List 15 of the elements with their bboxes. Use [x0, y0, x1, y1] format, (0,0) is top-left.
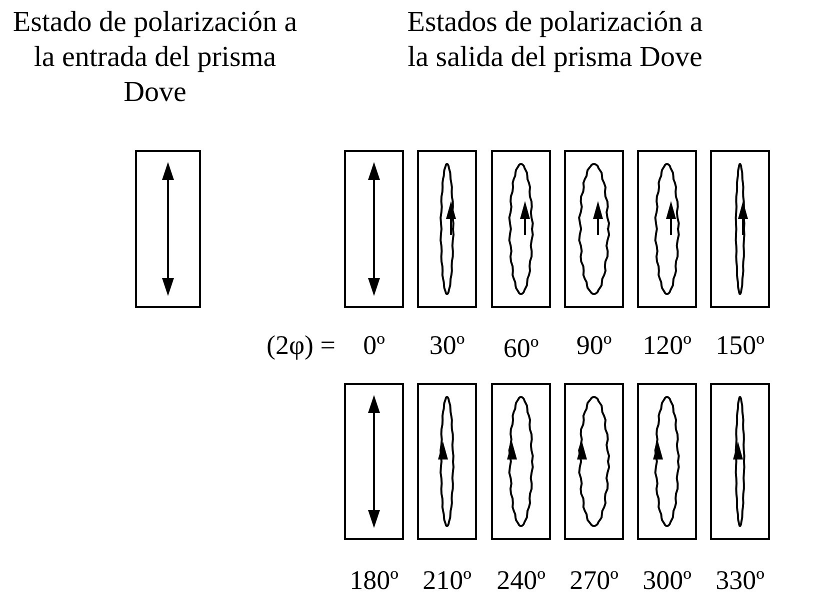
angle-label: 120º — [642, 330, 692, 360]
angle-label: 210º — [422, 565, 472, 595]
angle-label: 270º — [568, 565, 620, 595]
angle-label: 0º — [362, 330, 386, 360]
angle-label: 180º — [348, 565, 400, 595]
heading: Estado de polarización a la entrada del prisma Dove — [12, 5, 298, 110]
angle-label: 90º — [575, 330, 613, 360]
angle-label: 60º — [502, 333, 540, 363]
angle-label: (2φ) = — [265, 330, 337, 360]
heading: Estados de polarización a la salida del prisma Dove — [406, 5, 704, 75]
angle-label: 150º — [714, 330, 766, 360]
angle-label: 300º — [642, 565, 692, 595]
angle-label: 240º — [496, 565, 546, 595]
angle-label: 330º — [714, 565, 766, 595]
angle-label: 30º — [428, 330, 466, 360]
